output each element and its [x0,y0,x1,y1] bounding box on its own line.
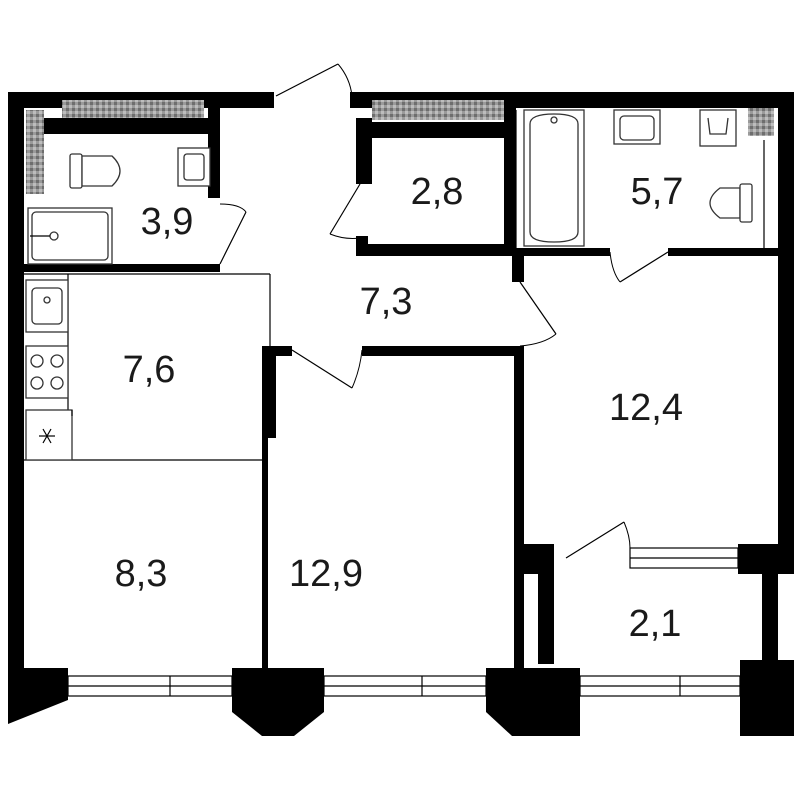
balcony-door[interactable] [565,521,631,559]
entrance-door[interactable] [275,63,353,97]
sink-icon [177,147,211,187]
washing-machine-icon [699,109,737,147]
bedroom-door[interactable] [519,281,557,347]
snowflake-icon [25,409,73,461]
area-bathroom-large: 5,7 [631,171,684,213]
living-room-door[interactable] [291,349,363,389]
area-corridor: 7,3 [360,281,413,323]
shower-icon [27,207,113,265]
area-living-room: 12,9 [289,553,363,595]
bathroom-small-door[interactable] [219,203,247,265]
kitchen-sink-icon [25,279,69,333]
area-labels: 3,9 2,8 5,7 7,3 7,6 12,4 8,3 12,9 2,1 [115,171,684,645]
ventilation-shafts [26,100,774,194]
area-balcony: 2,1 [629,603,682,645]
sink-icon [613,109,661,145]
area-living-dining: 8,3 [115,553,168,595]
toilet-icon [709,183,753,223]
stove-icon [25,345,69,399]
bathtub-icon [523,109,585,247]
toilet-icon [69,153,121,189]
closet-door[interactable] [329,183,361,239]
doors [219,63,669,559]
bathroom-large-door[interactable] [609,251,669,283]
area-bathroom-small: 3,9 [141,201,194,243]
fixtures [25,109,753,461]
area-bedroom: 12,4 [609,387,683,429]
area-hallway-closet: 2,8 [411,171,464,213]
interior-walls [24,108,778,670]
windows [67,547,741,697]
area-kitchen: 7,6 [123,349,176,391]
